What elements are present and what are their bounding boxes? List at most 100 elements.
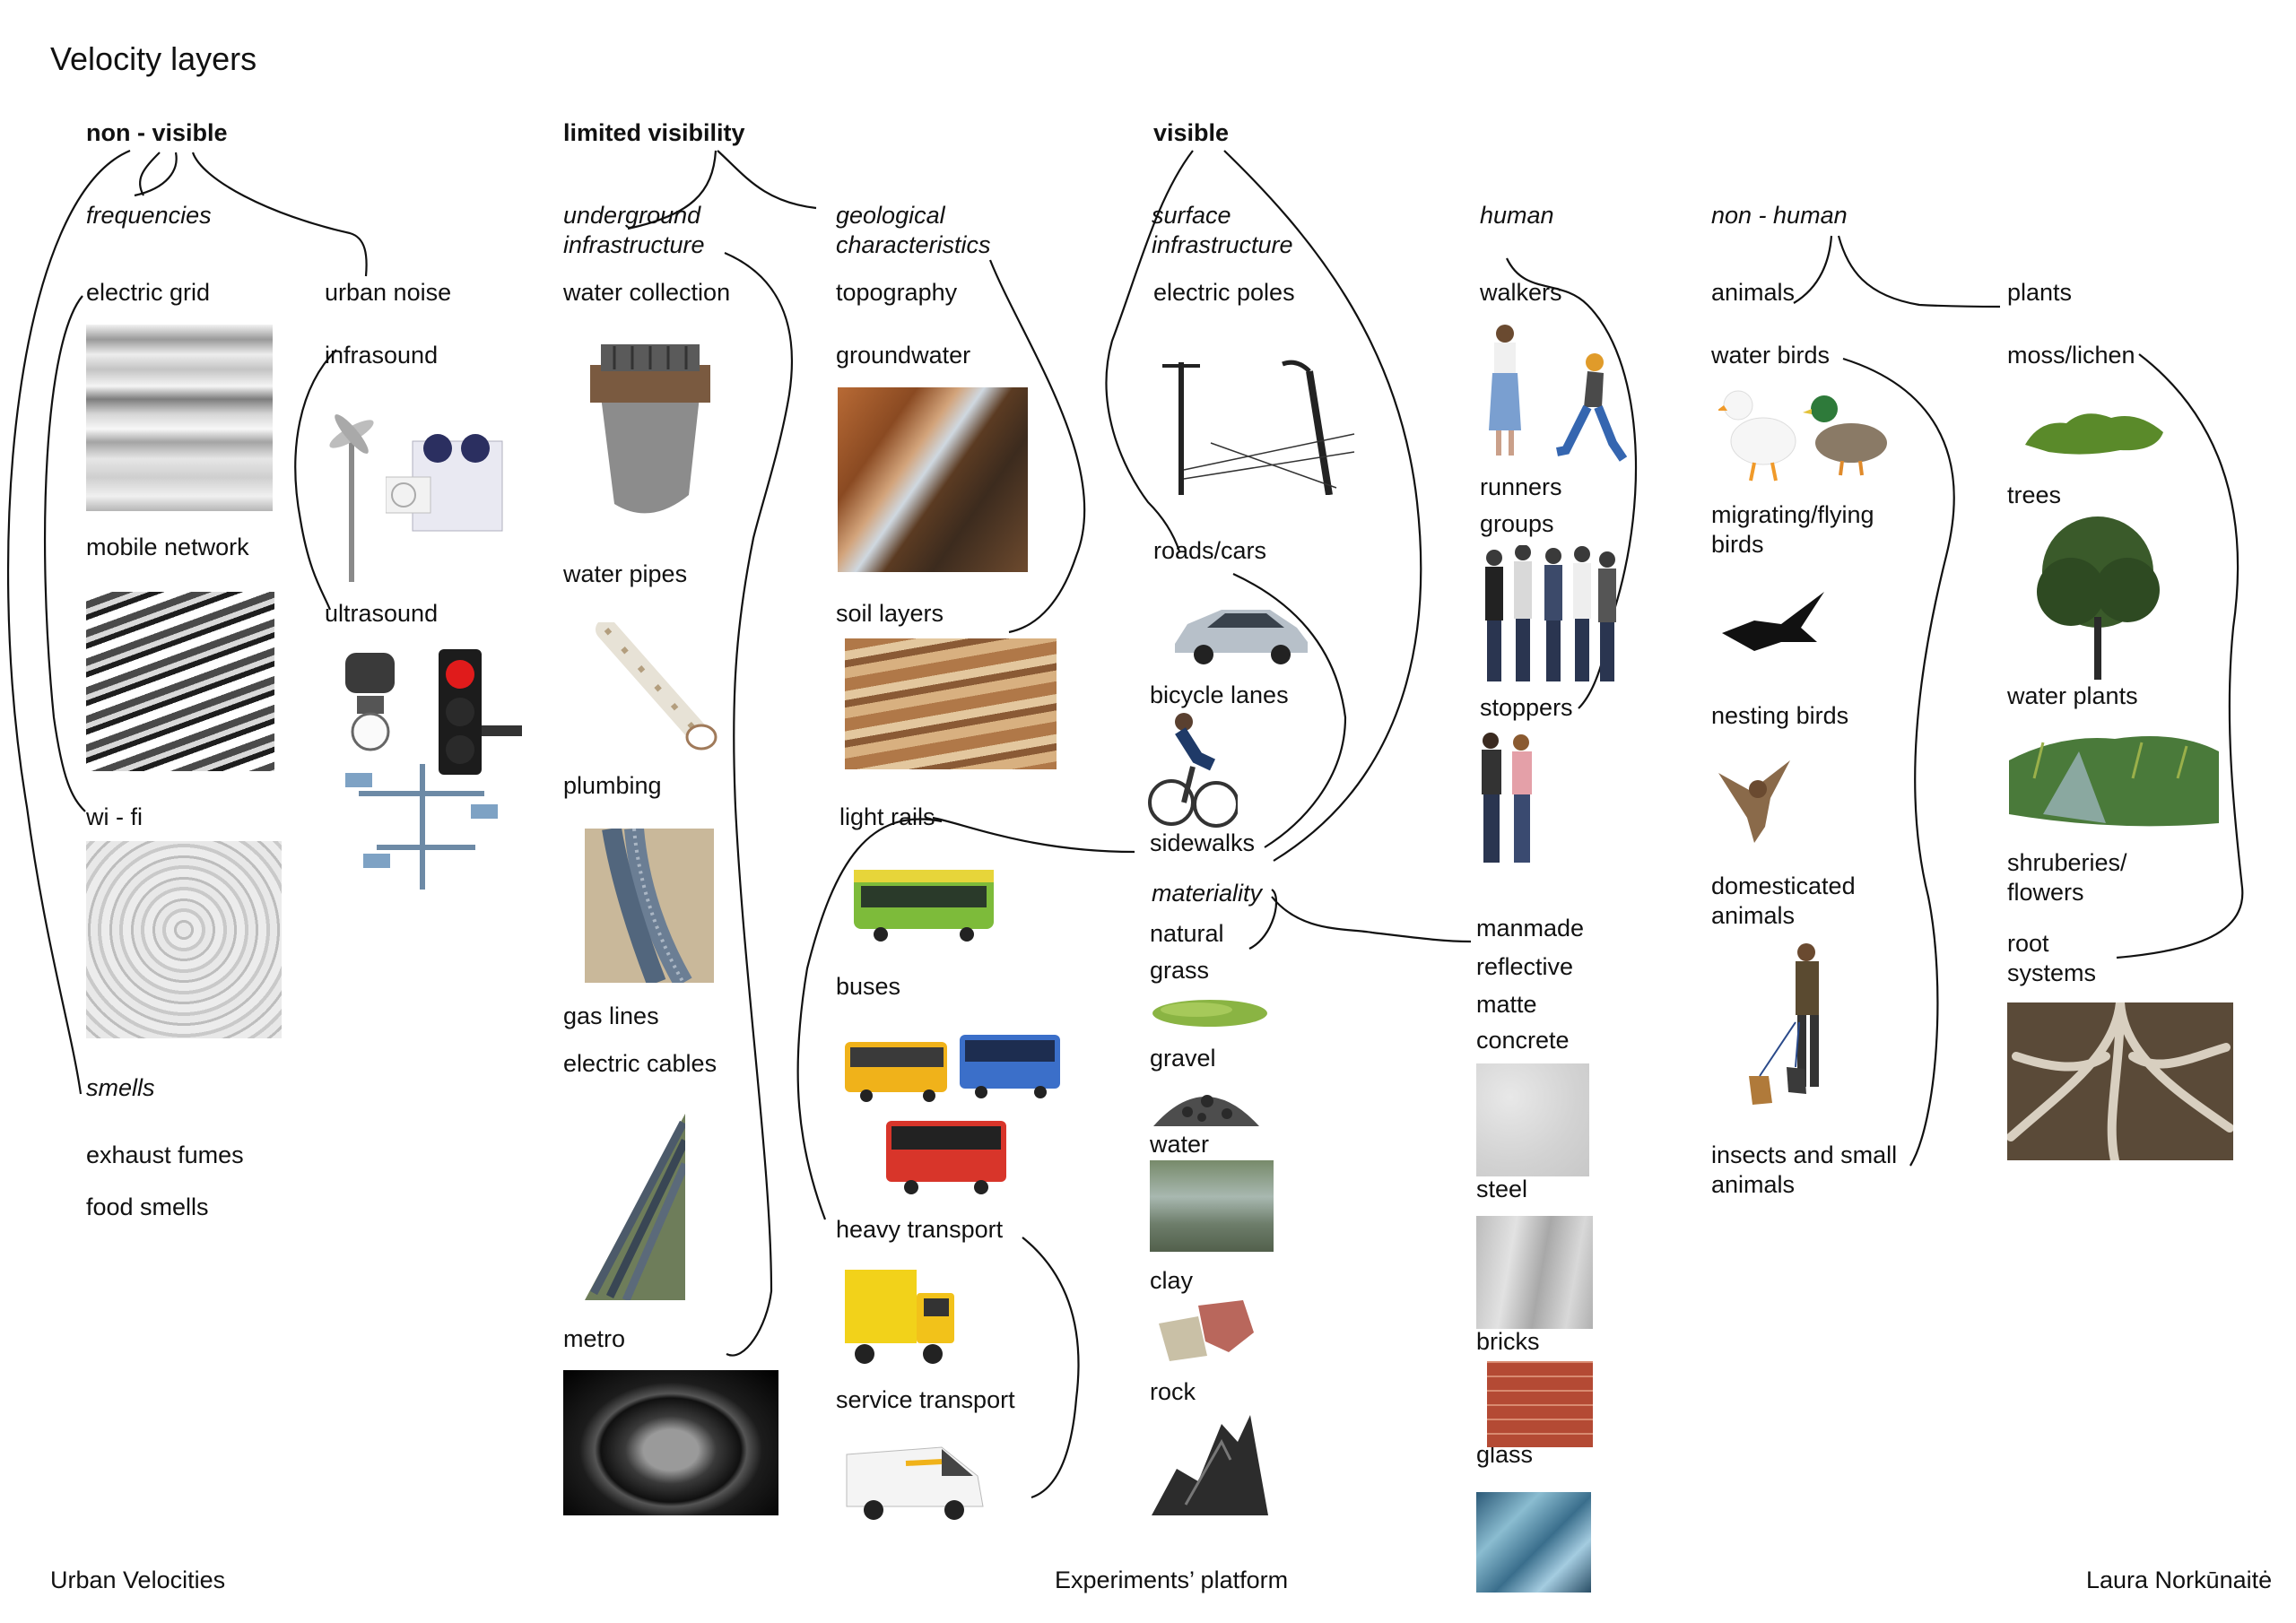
label-exhaust-fumes: exhaust fumes xyxy=(86,1141,244,1168)
concrete-photo xyxy=(1476,1063,1589,1176)
label-water-pipes: water pipes xyxy=(563,560,688,587)
tree-icon xyxy=(2037,516,2160,680)
water-photo xyxy=(1150,1160,1274,1252)
label-underground-2: infrastructure xyxy=(563,231,705,258)
gravel-icon xyxy=(1153,1095,1259,1126)
label-migrating-1: migrating/flying xyxy=(1711,501,1874,528)
car-icon xyxy=(1175,610,1308,664)
label-grass: grass xyxy=(1150,957,1210,984)
man-dogs-icon xyxy=(1749,943,1819,1105)
label-ultrasound: ultrasound xyxy=(325,600,439,627)
grass-icon xyxy=(1152,1000,1267,1027)
motion-sensor-icon xyxy=(345,653,395,751)
label-root-2: systems xyxy=(2007,959,2097,986)
label-groundwater: groundwater xyxy=(836,342,971,369)
label-plants: plants xyxy=(2007,279,2073,306)
label-moss-lichen: moss/lichen xyxy=(2007,342,2135,369)
label-infrasound: infrasound xyxy=(325,342,439,369)
heading-limited-visibility: limited visibility xyxy=(563,119,745,146)
label-shrubs-2: flowers xyxy=(2007,879,2084,906)
label-walkers: walkers xyxy=(1480,279,1562,306)
mobile-network-photo xyxy=(86,592,274,771)
label-light-rails: light rails xyxy=(839,803,935,830)
label-insects-2: animals xyxy=(1711,1171,1796,1198)
ac-unit-icon xyxy=(386,434,503,532)
bus-red-icon xyxy=(886,1121,1006,1194)
water-pipe-icon xyxy=(596,622,718,751)
label-nesting-birds: nesting birds xyxy=(1711,702,1849,729)
label-stoppers: stoppers xyxy=(1480,694,1573,721)
label-soil-layers: soil layers xyxy=(836,600,944,627)
label-roads-cars: roads/cars xyxy=(1153,537,1267,564)
roots-photo xyxy=(2007,1002,2233,1160)
traffic-light-icon xyxy=(439,649,522,775)
label-manmade: manmade xyxy=(1476,915,1585,942)
label-clay: clay xyxy=(1150,1267,1194,1294)
label-urban-noise: urban noise xyxy=(325,279,452,306)
label-natural: natural xyxy=(1150,920,1224,947)
truck-icon xyxy=(845,1270,954,1364)
footer-right: Laura Norkūnaitė xyxy=(2086,1567,2273,1593)
wifi-ripple-photo xyxy=(86,841,282,1038)
label-surface-1: surface xyxy=(1152,202,1231,229)
label-food-smells: food smells xyxy=(86,1193,209,1220)
label-smells: smells xyxy=(86,1074,155,1101)
plumbing-pipes-icon xyxy=(585,829,714,983)
label-domesticated-2: animals xyxy=(1711,902,1796,929)
label-gravel: gravel xyxy=(1150,1045,1216,1072)
label-human: human xyxy=(1480,202,1554,229)
label-runners: runners xyxy=(1480,473,1562,500)
steel-photo xyxy=(1476,1216,1593,1329)
footer-center: Experiments’ platform xyxy=(1055,1567,1289,1593)
groundwater-photo xyxy=(838,387,1028,572)
label-animals: animals xyxy=(1711,279,1796,306)
metro-tunnel-photo xyxy=(563,1370,778,1515)
label-plumbing: plumbing xyxy=(563,772,662,799)
label-migrating-2: birds xyxy=(1711,531,1764,558)
heading-non-visible: non - visible xyxy=(86,119,228,146)
label-electric-cables: electric cables xyxy=(563,1050,718,1077)
moss-icon xyxy=(2025,413,2163,455)
label-concrete: concrete xyxy=(1476,1027,1570,1054)
drain-grate-icon xyxy=(590,344,710,514)
label-geological-2: characteristics xyxy=(836,231,991,258)
label-water-plants: water plants xyxy=(2007,682,2138,709)
bus-yellow-icon xyxy=(845,1042,947,1102)
label-underground-1: underground xyxy=(563,202,701,229)
label-bricks: bricks xyxy=(1476,1328,1540,1355)
electric-pole-icon xyxy=(1162,360,1355,495)
label-surface-2: infrastructure xyxy=(1152,231,1293,258)
label-water-collection: water collection xyxy=(563,279,731,306)
label-gas-lines: gas lines xyxy=(563,1002,659,1029)
electric-cables-icon xyxy=(585,1114,685,1300)
label-heavy-transport: heavy transport xyxy=(836,1216,1004,1243)
label-insects-1: insects and small xyxy=(1711,1141,1898,1168)
cyclist-icon xyxy=(1148,713,1238,828)
label-matte: matte xyxy=(1476,991,1537,1018)
label-service-transport: service transport xyxy=(836,1386,1015,1413)
duck-white-icon xyxy=(1718,390,1796,482)
label-root-1: root xyxy=(2007,930,2049,957)
walker-woman-icon xyxy=(1489,325,1521,456)
label-rock: rock xyxy=(1150,1378,1196,1405)
bus-blue-icon xyxy=(960,1035,1060,1098)
label-metro: metro xyxy=(563,1325,626,1352)
crow-icon xyxy=(1722,592,1824,651)
label-electric-grid: electric grid xyxy=(86,279,211,306)
stoppers-icon xyxy=(1482,733,1532,863)
label-steel: steel xyxy=(1476,1176,1528,1202)
label-trees: trees xyxy=(2007,482,2062,508)
label-sidewalks: sidewalks xyxy=(1150,829,1256,856)
label-geological-1: geological xyxy=(836,202,945,229)
label-materiality: materiality xyxy=(1152,880,1263,907)
mallard-icon xyxy=(1803,395,1887,476)
footer-left: Urban Velocities xyxy=(50,1567,226,1593)
label-buses: buses xyxy=(836,973,901,1000)
page-title: Velocity layers xyxy=(50,40,257,77)
label-wi-fi: wi - fi xyxy=(86,803,143,830)
label-water: water xyxy=(1150,1131,1210,1158)
soil-layers-photo xyxy=(845,638,1057,769)
bricks-photo xyxy=(1487,1361,1593,1447)
wind-turbine-icon xyxy=(329,414,374,582)
label-bicycle-lanes: bicycle lanes xyxy=(1150,681,1289,708)
